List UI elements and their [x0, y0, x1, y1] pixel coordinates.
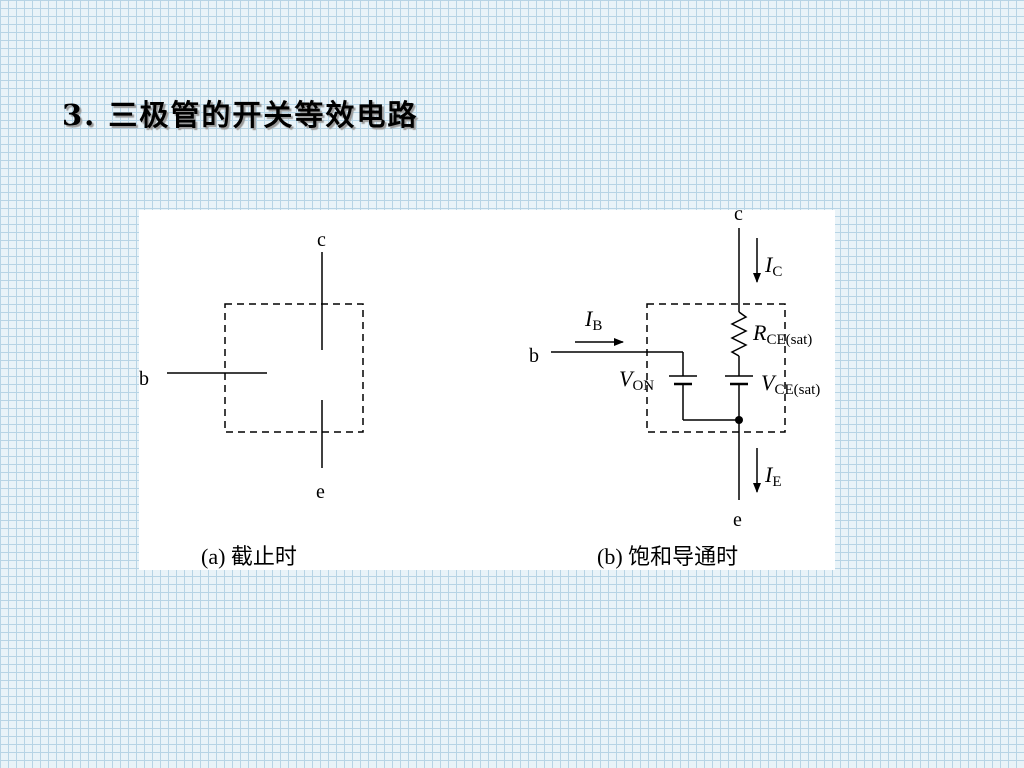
dashed-transistor-box — [224, 303, 364, 433]
terminal-c-label: c — [734, 210, 743, 225]
terminal-c-label: c — [317, 229, 326, 251]
ib-label: IB — [584, 306, 602, 334]
rce-resistor — [730, 311, 748, 357]
caption-b: (b) 饱和导通时 — [597, 544, 738, 569]
terminal-e-label: e — [316, 481, 325, 503]
ie-label: IE — [764, 462, 782, 490]
dashed-transistor-box — [646, 303, 786, 433]
diagram-a-cutoff: c b e (a) 截止时 — [139, 229, 364, 569]
terminal-b-label: b — [529, 345, 539, 367]
von-label: VON — [619, 366, 654, 394]
caption-a: (a) 截止时 — [201, 544, 297, 569]
terminal-b-label: b — [139, 368, 149, 390]
diagram-panel: c b e (a) 截止时 — [139, 203, 835, 570]
slide-title: 3. 三极管的开关等效电路 — [62, 98, 419, 132]
terminal-e-label: e — [733, 509, 742, 531]
rce-sat-label: RCE(sat) — [752, 320, 812, 348]
ic-label: IC — [764, 252, 782, 280]
vce-sat-label: VCE(sat) — [761, 370, 820, 398]
diagram-b-saturation: c b e IC IB RCE(sat) VON VCE(sat) IE (b)… — [529, 203, 820, 569]
switch-equivalent-circuit-diagram: c b e (a) 截止时 — [139, 203, 820, 569]
